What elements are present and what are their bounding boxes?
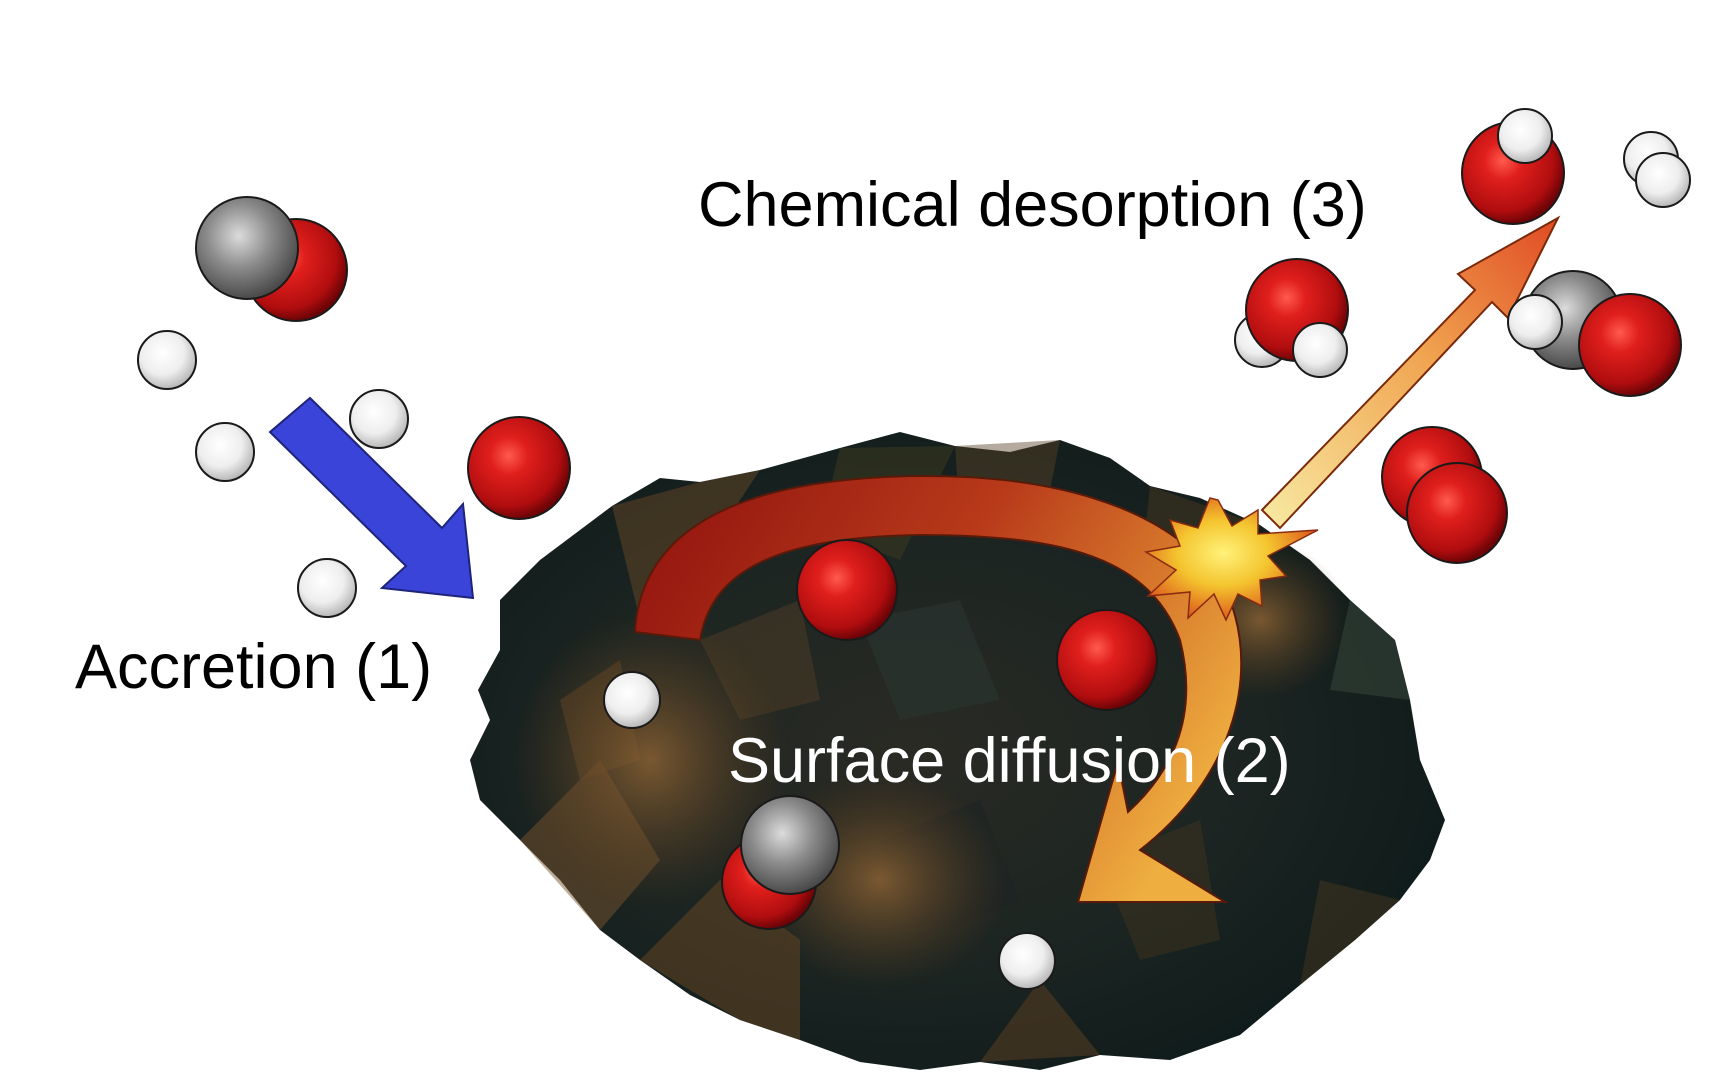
- hydrogen-atom: [603, 671, 661, 729]
- grain-glow-left: [510, 610, 790, 910]
- surface-diffusion-arrow: [633, 474, 1243, 903]
- hydrogen-atom: [1497, 108, 1553, 164]
- oxygen-atom: [1056, 609, 1158, 711]
- surface-diffusion-label: Surface diffusion (2): [728, 726, 1291, 796]
- hydrogen-atom: [1292, 322, 1348, 378]
- hydrogen-atom: [297, 558, 357, 618]
- hydrogen-atom: [998, 932, 1056, 990]
- carbon-atom: [740, 795, 840, 895]
- oxygen-atom: [1406, 462, 1508, 564]
- molecules: [137, 108, 1691, 990]
- hydrogen-atom: [1507, 294, 1563, 350]
- oxygen-atom: [796, 539, 898, 641]
- accretion-label: Accretion (1): [75, 632, 432, 702]
- carbon-atom: [195, 196, 299, 300]
- accretion-arrow: [268, 396, 475, 600]
- chemical-desorption-arrow: [1260, 215, 1561, 530]
- hydrogen-atom: [1635, 152, 1691, 208]
- oxygen-atom: [1578, 293, 1682, 397]
- hydrogen-atom: [137, 330, 197, 390]
- reaction-burst-icon: [1143, 497, 1319, 622]
- hydrogen-atom: [349, 389, 409, 449]
- hydrogen-atom: [195, 422, 255, 482]
- chemical-desorption-label: Chemical desorption (3): [698, 170, 1367, 240]
- oxygen-atom: [467, 416, 571, 520]
